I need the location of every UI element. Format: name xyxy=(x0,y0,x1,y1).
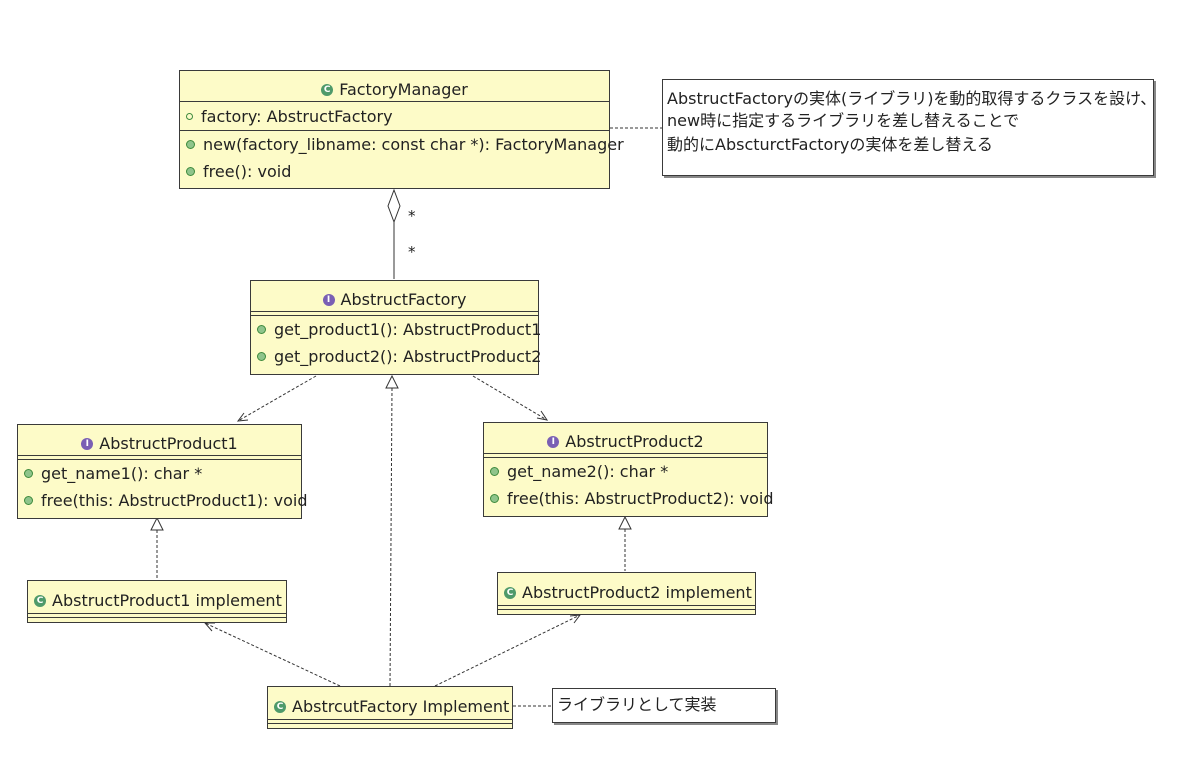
class-header: C AbstructProduct1 implement xyxy=(28,581,286,611)
dependency-arrow-impl2 xyxy=(569,614,582,624)
class-name: FactoryManager xyxy=(339,80,468,99)
public-method-icon xyxy=(24,469,33,478)
operation-text: get_name2(): char * xyxy=(507,462,669,481)
note-line: 動的にAbscturctFactoryの実体を差し替える xyxy=(667,135,993,154)
class-name: AbstructProduct2 xyxy=(565,432,704,451)
product2-impl-class[interactable]: C AbstructProduct2 implement xyxy=(497,572,756,615)
empty-attribute-compartment xyxy=(18,455,301,460)
operation-text: new(factory_libname: const char *): Fact… xyxy=(203,135,624,154)
empty-compartments xyxy=(268,719,512,724)
class-name: AbstrcutFactory Implement xyxy=(292,697,510,716)
operation-text: free(this: AbstructProduct2): void xyxy=(507,489,774,508)
operation-text: get_product2(): AbstructProduct2 xyxy=(274,347,542,366)
dependency-line-impl2 xyxy=(434,614,581,687)
abstruct-factory-interface[interactable]: I AbstructFactory get_product1(): Abstru… xyxy=(250,280,542,375)
public-method-icon xyxy=(24,496,33,505)
class-icon: C xyxy=(321,84,334,96)
dependency-line-impl1 xyxy=(204,622,341,687)
attribute-text: factory: AbstructFactory xyxy=(201,106,393,126)
class-header: C AbstructProduct2 implement xyxy=(498,573,755,603)
operation-row[interactable]: new(factory_libname: const char *): Fact… xyxy=(180,131,624,158)
note-line: ライブラリとして実装 xyxy=(557,695,717,714)
class-name: AbstructProduct1 xyxy=(99,434,238,453)
multiplicity-label: * xyxy=(408,207,416,225)
operation-row[interactable]: free(this: AbstructProduct2): void xyxy=(484,485,773,512)
operation-text: get_name1(): char * xyxy=(41,464,203,483)
interface-icon: I xyxy=(547,436,560,448)
product1-impl-class[interactable]: C AbstructProduct1 implement xyxy=(27,580,287,623)
empty-compartments xyxy=(498,605,755,610)
realization-arrow-product1 xyxy=(150,516,164,531)
impl-note[interactable]: ライブラリとして実装 xyxy=(552,688,776,723)
note-line: AbstructFactoryの実体(ライブラリ)を動的取得するクラスを設け、 xyxy=(667,89,1157,108)
class-header: I AbstructProduct1 xyxy=(18,425,301,455)
dependency-line-product1 xyxy=(237,375,317,422)
interface-icon: I xyxy=(322,294,335,306)
class-header: C FactoryManager xyxy=(180,71,609,101)
note-line: new時に指定するライブラリを差し替えることで xyxy=(667,111,1020,130)
public-method-icon xyxy=(257,352,266,361)
operation-row[interactable]: get_name2(): char * xyxy=(484,458,767,485)
dependency-arrow-product2 xyxy=(536,410,549,421)
operation-row[interactable]: get_name1(): char * xyxy=(18,460,301,487)
empty-compartments xyxy=(28,613,286,618)
dependency-line-product2 xyxy=(472,375,548,421)
class-icon: C xyxy=(34,595,46,607)
realization-arrow-factory xyxy=(385,374,399,389)
class-icon: C xyxy=(274,701,286,713)
dependency-arrow-impl1 xyxy=(203,622,215,632)
empty-attribute-compartment xyxy=(484,453,767,458)
public-method-icon xyxy=(490,494,499,503)
class-name: AbstructProduct2 implement xyxy=(522,583,752,602)
class-name: AbstructProduct1 implement xyxy=(52,591,282,610)
factory-impl-class[interactable]: C AbstrcutFactory Implement xyxy=(267,686,513,729)
interface-icon: I xyxy=(81,438,94,450)
operation-text: free(this: AbstructProduct1): void xyxy=(41,491,308,510)
class-header: C AbstrcutFactory Implement xyxy=(268,687,512,717)
multiplicity-label: * xyxy=(408,243,416,261)
public-method-icon xyxy=(490,467,499,476)
operation-row[interactable]: free(): void xyxy=(180,158,609,185)
public-method-icon xyxy=(257,325,266,334)
factory-manager-class[interactable]: C FactoryManager factory: AbstructFactor… xyxy=(179,70,624,189)
abstruct-product2-interface[interactable]: I AbstructProduct2 get_name2(): char * f… xyxy=(483,422,773,517)
public-method-icon xyxy=(186,167,195,176)
operation-text: get_product1(): AbstructProduct1 xyxy=(274,320,542,339)
operation-row[interactable]: free(this: AbstructProduct1): void xyxy=(18,487,307,514)
empty-attribute-compartment xyxy=(251,311,538,316)
divider xyxy=(180,101,609,102)
class-header: I AbstructProduct2 xyxy=(484,423,767,453)
divider xyxy=(180,130,609,131)
manager-note[interactable]: AbstructFactoryの実体(ライブラリ)を動的取得するクラスを設け、 … xyxy=(662,79,1157,176)
attribute-row[interactable]: factory: AbstructFactory xyxy=(180,102,609,130)
dependency-arrow-product1 xyxy=(236,412,249,422)
class-name: AbstructFactory xyxy=(340,290,467,309)
realization-line-factory xyxy=(389,387,393,687)
abstruct-product1-interface[interactable]: I AbstructProduct1 get_name1(): char * f… xyxy=(17,424,307,519)
operation-row[interactable]: get_product2(): AbstructProduct2 xyxy=(251,343,542,370)
realization-arrow-product2 xyxy=(618,515,632,530)
public-method-icon xyxy=(186,140,195,149)
aggregation-diamond xyxy=(387,188,401,224)
operation-text: free(): void xyxy=(203,162,292,181)
class-header: I AbstructFactory xyxy=(251,281,538,311)
protected-attribute-icon xyxy=(186,112,193,120)
class-icon: C xyxy=(504,587,516,599)
operation-row[interactable]: get_product1(): AbstructProduct1 xyxy=(251,316,542,343)
